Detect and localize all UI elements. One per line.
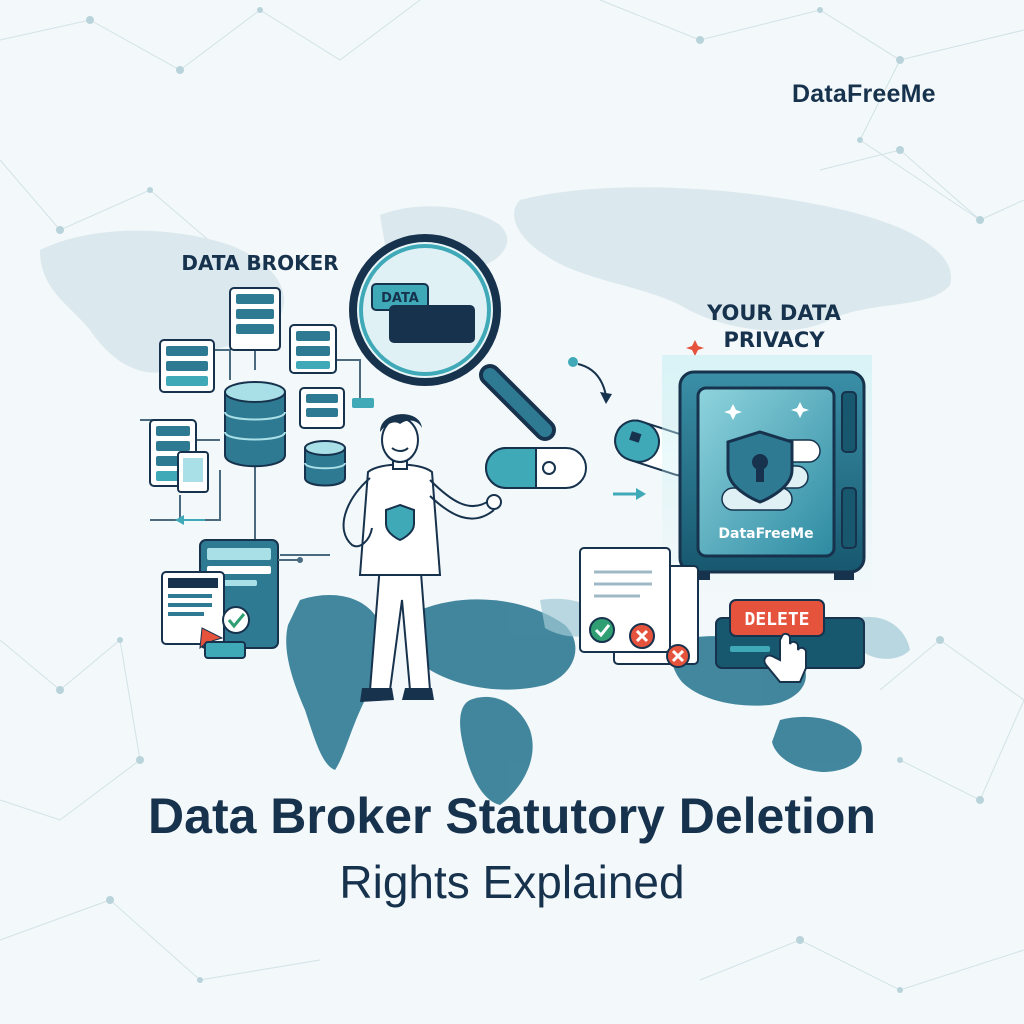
arrow-left-icon <box>175 515 205 525</box>
checkmark-icon <box>589 617 615 643</box>
hand-cursor-icon <box>763 632 807 683</box>
database-icon <box>224 381 286 468</box>
server-rack-icon <box>299 387 374 429</box>
database-icon <box>304 440 346 487</box>
data-tag-small: DATA <box>371 283 429 311</box>
sparkle-icon <box>686 340 704 356</box>
data-tag-large: DATA <box>389 305 475 343</box>
headline-subtitle: Rights Explained <box>339 856 685 908</box>
connector-icon <box>204 641 246 659</box>
arrow-curve-icon <box>568 357 612 404</box>
checkmark-icon <box>222 606 250 634</box>
server-rack-icon <box>229 287 281 351</box>
vault-brand-label: DataFreeMe <box>718 526 813 542</box>
tablet-icon <box>177 451 209 493</box>
server-rack-icon <box>289 324 337 374</box>
headline-title: Data Broker Statutory Deletion <box>148 788 876 844</box>
data-broker-label: DATA BROKER <box>181 251 338 275</box>
arrow-right-icon <box>613 488 646 500</box>
data-capsule-icon <box>485 447 587 489</box>
brand-logo-text: DataFreeMe <box>792 80 936 108</box>
delete-button-label: DELETE <box>744 609 809 630</box>
cross-icon <box>666 644 690 668</box>
svg-text:DATA: DATA <box>381 291 419 306</box>
shield-lock-icon <box>726 430 794 504</box>
privacy-label-line1: YOUR DATA <box>706 301 842 325</box>
server-rack-icon <box>159 339 215 393</box>
person-figure <box>342 414 502 702</box>
sparkle-icon <box>724 402 809 420</box>
privacy-label-line2: PRIVACY <box>723 328 825 352</box>
svg-text:DATA: DATA <box>403 313 462 337</box>
cross-icon <box>629 623 655 649</box>
delete-button[interactable]: DELETE <box>715 599 865 669</box>
document-window-icon <box>161 571 225 645</box>
